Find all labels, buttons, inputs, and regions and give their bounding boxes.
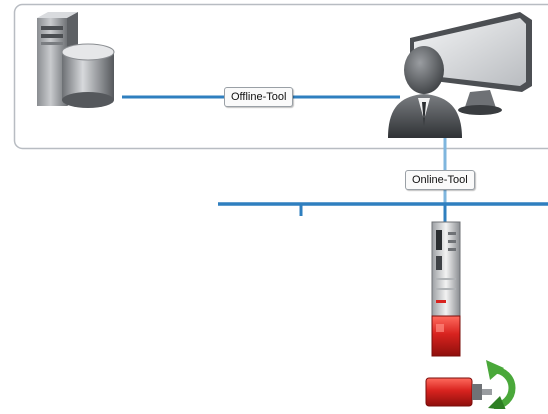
- motor-icon: [426, 378, 492, 406]
- database-icon: [62, 44, 114, 108]
- rotation-arrow-icon: [486, 360, 512, 409]
- servo-drive-icon: [432, 222, 460, 356]
- online-tool-label: Online-Tool: [405, 170, 475, 190]
- offline-tool-label: Offline-Tool: [224, 87, 293, 107]
